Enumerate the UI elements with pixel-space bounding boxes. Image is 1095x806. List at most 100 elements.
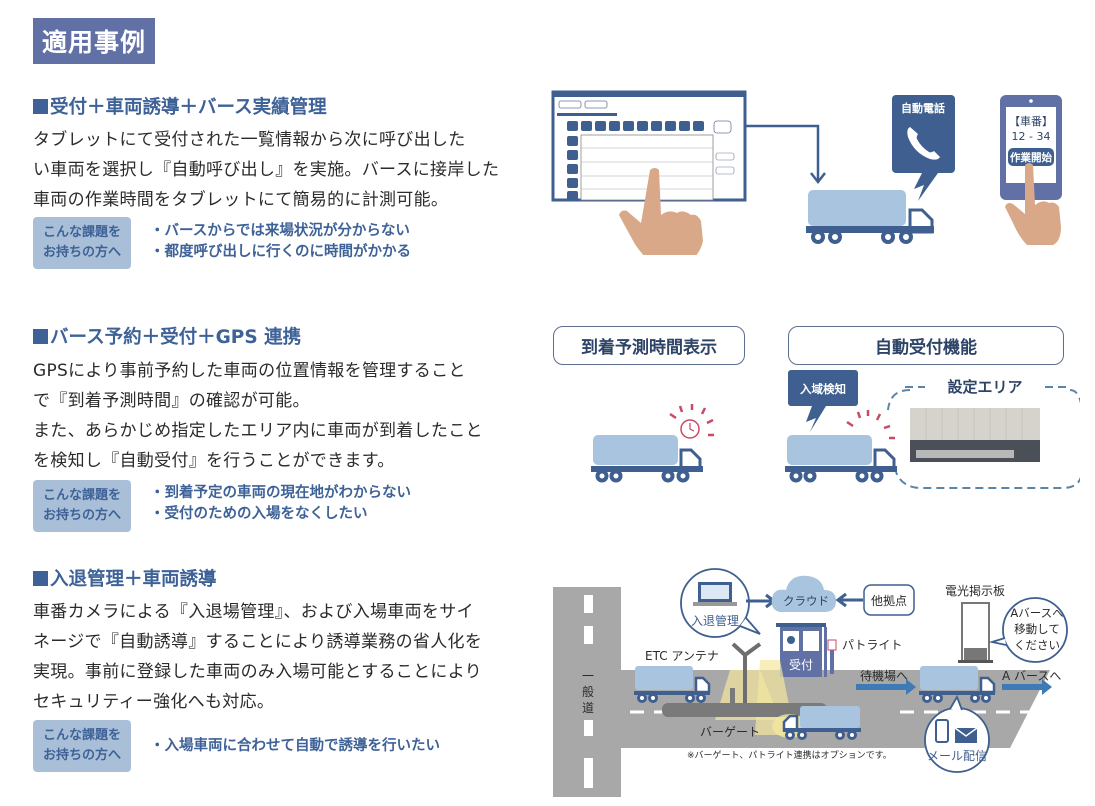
hand-pointer-icon	[619, 168, 703, 255]
issue-item: ・入場車両に合わせて自動で誘導を行いたい	[150, 738, 440, 754]
tag-line: こんな課題を	[42, 488, 121, 503]
hand-pointer-icon	[1005, 163, 1061, 245]
tag-line: こんな課題を	[42, 728, 121, 743]
clock-icon	[669, 404, 714, 439]
section-2-heading: バース予約＋受付＋GPS 連携	[33, 323, 301, 349]
sign-message-bubble: Aバースへ 移動して ください	[988, 597, 1068, 663]
section-3-body: 車番カメラによる『入退場管理』、および入場車両をサイ ネージで『自動誘導』するこ…	[33, 597, 482, 717]
cloud-label: クラウド	[783, 594, 829, 608]
auto-call-label: 自動電話	[901, 101, 945, 115]
set-area-label: 設定エリア	[947, 378, 1022, 396]
section-2-figure: 入域検知 設定エリア	[591, 370, 1080, 489]
etc-antenna-label: ETC アンテナ	[645, 649, 719, 663]
truck-icon	[634, 666, 711, 703]
body-line: タブレットにて受付された一覧情報から次に呼び出した	[33, 130, 466, 150]
road-label-char: 般	[582, 684, 594, 699]
reception-booth: 受付	[776, 623, 827, 677]
arrow-right-icon	[1002, 679, 1052, 695]
issue-item: ・バースからでは来場状況が分からない	[150, 223, 410, 239]
truck-icon	[591, 435, 703, 483]
body-line: 車番カメラによる『入退場管理』、および入場車両をサイ	[33, 602, 474, 622]
body-line: また、あらかじめ指定したエリア内に車両が到着したこと	[33, 421, 483, 441]
body-line: 実現。事前に登録した車両のみ入場可能とすることにより	[33, 662, 482, 682]
start-work-button[interactable]: 作業開始	[1010, 151, 1052, 164]
arrow-line	[745, 124, 820, 180]
patlite-icon	[827, 639, 837, 651]
mail-delivery-bubble: メール配信	[924, 694, 990, 773]
body-line: セキュリティー強化へも対応。	[33, 692, 275, 712]
entry-management-bubble: 入退管理	[680, 568, 761, 638]
section-1-heading: 受付＋車両誘導＋バース実績管理	[33, 93, 327, 119]
area-detect-label: 入域検知	[800, 382, 846, 396]
alert-rays-icon	[846, 410, 895, 440]
bar-gate-icon	[662, 703, 827, 717]
patlite-label: パトライト	[842, 638, 902, 652]
phone-icon	[907, 127, 940, 160]
option-note: ※バーゲート、パトライト連携はオプションです。	[687, 749, 892, 761]
area-detect-bubble: 入域検知	[788, 370, 858, 432]
section-3-heading-text: 入退管理＋車両誘導	[50, 569, 217, 590]
body-line: を検知し『自動受付』を行うことができます。	[33, 451, 395, 471]
square-bullet-icon	[33, 571, 48, 586]
body-line: で『到着予測時間』の確認が可能。	[33, 391, 310, 411]
arrow-from-site-icon	[835, 592, 863, 608]
auto-call-bubble: 自動電話	[892, 95, 955, 201]
square-bullet-icon	[33, 329, 48, 344]
issue-tag: こんな課題を お持ちの方へ	[33, 480, 131, 532]
arrow-head-icon	[810, 172, 826, 185]
body-line: ネージで『自動誘導』することにより誘導業務の省人化を	[33, 632, 483, 652]
section-3-figure: 一 般 道 入退管理 クラウド 他拠点 受付 パトライト ETC アンテナ バ	[553, 568, 1068, 797]
cloud-icon: クラウド	[771, 575, 836, 612]
issue-item: ・到着予定の車両の現在地がわからない	[150, 485, 411, 501]
to-berth-label: A バースへ	[1002, 669, 1061, 683]
warehouse-icon	[910, 408, 1040, 462]
eta-display-label: 到着予測時間表示	[553, 326, 745, 365]
issue-tag: こんな課題を お持ちの方へ	[33, 217, 131, 269]
issue-tag: こんな課題を お持ちの方へ	[33, 720, 131, 772]
tablet-title: 【車番】	[1009, 114, 1053, 128]
bar-gate-label: バーゲート	[700, 725, 760, 739]
mail-delivery-label: メール配信	[927, 749, 987, 763]
section-2-issues: ・到着予定の車両の現在地がわからない ・受付のための入場をなくしたい	[150, 483, 411, 525]
etc-antenna-icon	[731, 642, 762, 705]
sign-message-line: 移動して	[1014, 622, 1060, 636]
page-title: 適用事例	[33, 18, 155, 64]
issue-item: ・都度呼び出しに行くのに時間がかかる	[150, 244, 411, 260]
other-site-box	[863, 584, 915, 616]
digital-signboard-icon	[958, 602, 993, 663]
other-site-label: 他拠点	[871, 594, 907, 608]
square-bullet-icon	[33, 99, 48, 114]
sign-message-line: Aバースへ	[1010, 606, 1063, 620]
truck-icon	[806, 190, 934, 244]
section-1-figure: 自動電話 【車番】 12 - 34 作業開始	[551, 90, 1062, 255]
truck-icon	[919, 666, 996, 703]
auto-reception-label: 自動受付機能	[788, 326, 1064, 365]
to-waiting-label: 待機場へ	[860, 668, 908, 683]
smartphone-icon	[935, 719, 949, 743]
body-line: い車両を選択し『自動呼び出し』を実施。バースに接岸した	[33, 160, 500, 180]
truck-icon	[785, 435, 897, 483]
tablet-number: 12 - 34	[1012, 130, 1051, 143]
section-2-body: GPSにより事前予約した車両の位置情報を管理すること で『到着予測時間』の確認が…	[33, 356, 483, 476]
entry-management-label: 入退管理	[691, 613, 739, 628]
arrow-to-cloud-icon	[746, 593, 777, 609]
tag-line: お持ちの方へ	[42, 245, 121, 260]
body-line: GPSにより事前予約した車両の位置情報を管理すること	[33, 361, 466, 381]
section-1-heading-text: 受付＋車両誘導＋バース実績管理	[50, 97, 327, 118]
road-label-char: 一	[582, 669, 594, 683]
road-label-char: 道	[582, 701, 594, 715]
arrow-right-icon	[856, 679, 916, 695]
section-1-issues: ・バースからでは来場状況が分からない ・都度呼び出しに行くのに時間がかかる	[150, 221, 411, 263]
patlite-pole	[830, 644, 834, 674]
tag-line: こんな課題を	[42, 225, 121, 240]
tag-line: お持ちの方へ	[42, 748, 121, 763]
section-3-issues: ・入場車両に合わせて自動で誘導を行いたい	[150, 736, 440, 757]
signboard-label: 電光掲示板	[945, 583, 1005, 598]
set-area-boundary	[887, 389, 1080, 489]
sign-message-line: ください	[1014, 638, 1060, 652]
tag-line: お持ちの方へ	[42, 508, 121, 523]
body-line: 車両の作業時間をタブレットにて簡易的に計測可能。	[33, 190, 449, 210]
truck-icon	[772, 706, 861, 740]
section-2-heading-text: バース予約＋受付＋GPS 連携	[50, 327, 302, 348]
section-3-heading: 入退管理＋車両誘導	[33, 565, 217, 591]
